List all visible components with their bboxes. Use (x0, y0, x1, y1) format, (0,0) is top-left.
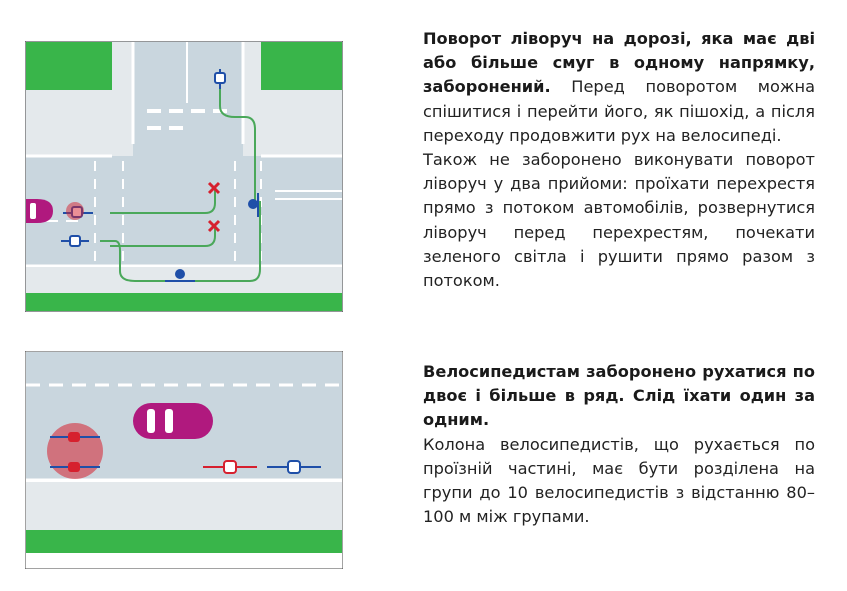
grass-top-left (26, 42, 112, 90)
forbidden-pair-icon (47, 423, 103, 479)
column-groups-text: Колона велосипедистів, що рухається по п… (423, 434, 815, 527)
grass-bottom (26, 293, 342, 311)
riding-in-line-diagram (25, 351, 343, 569)
car-icon (26, 199, 53, 223)
forbidden-cross-icon (207, 181, 221, 233)
car-icon (133, 403, 213, 439)
left-turn-paragraph: Поворот ліворуч на дорозі, яка має дві а… (423, 27, 815, 148)
grass-top-right (261, 42, 342, 90)
single-file-heading: Велосипедистам заборонено рухатися по дв… (423, 360, 815, 433)
left-turn-rule: Поворот ліворуч на дорозі, яка має дві а… (423, 27, 815, 293)
cyclist-icon (203, 460, 321, 474)
two-step-turn-text: Також не заборонено виконувати поворот л… (423, 150, 815, 291)
intersection-diagram (25, 41, 343, 312)
sidewalk (26, 482, 342, 530)
grass (26, 530, 342, 553)
single-file-rule: Велосипедистам заборонено рухатися по дв… (423, 360, 815, 529)
left-turn-text: Перед поворотом можна спішитися і перейт… (423, 77, 815, 145)
single-file-heading-text: Велосипедистам заборонено рухатися по дв… (423, 362, 815, 430)
left-turn-heading: Поворот ліворуч на дорозі, яка має дві а… (423, 29, 815, 97)
